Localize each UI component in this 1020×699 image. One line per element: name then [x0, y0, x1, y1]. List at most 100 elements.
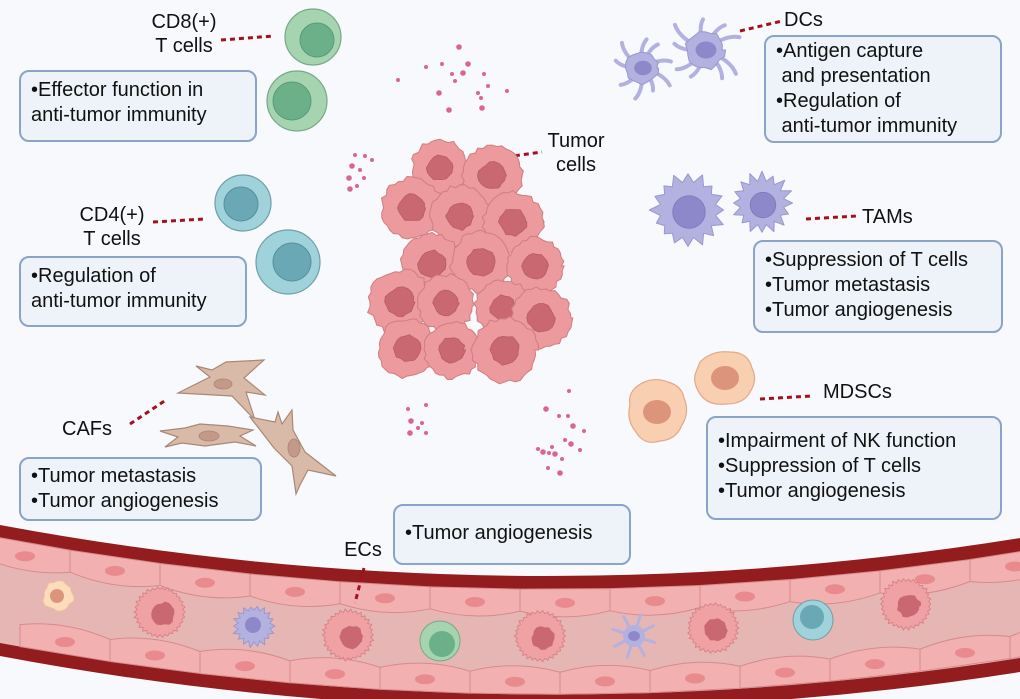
- ec-function-box: •Tumor angiogenesis: [393, 504, 631, 565]
- secreted-dot: [557, 470, 563, 476]
- endothelial-nucleus: [685, 673, 705, 684]
- endothelial-nucleus: [735, 591, 755, 602]
- blood-vessel: [0, 525, 1020, 699]
- cd4-nucleus: [272, 242, 312, 282]
- secreted-dot: [540, 449, 546, 455]
- endothelial-nucleus: [465, 596, 485, 607]
- mdscs: [628, 351, 756, 443]
- secreted-dot: [347, 186, 353, 192]
- endothelial-nucleus: [595, 676, 615, 687]
- endothelial-nucleus: [325, 669, 345, 680]
- endothelial-nucleus: [55, 637, 75, 648]
- caf-leader-line: [129, 398, 167, 426]
- function-item: •Impairment of NK function: [718, 430, 957, 452]
- endothelial-nucleus: [195, 577, 215, 588]
- secreted-dot: [363, 154, 367, 158]
- tumor-nucleus: [425, 154, 454, 181]
- secreted-dot: [546, 466, 550, 470]
- function-item: •Tumor angiogenesis: [765, 299, 953, 321]
- tumor-nucleus: [476, 161, 508, 189]
- ec-leader-line: [353, 567, 366, 604]
- secreted-dot: [450, 72, 454, 76]
- secreted-dot: [563, 438, 567, 442]
- secreted-dot: [557, 414, 561, 418]
- mdsc-nucleus: [643, 400, 671, 424]
- caf-cell: [175, 359, 268, 421]
- secreted-dot: [408, 418, 414, 424]
- circulating-tumor-nucleus: [704, 618, 728, 642]
- function-item: •Suppression of T cells: [765, 249, 969, 271]
- caf-nucleus: [213, 378, 233, 390]
- tam-nucleus: [749, 191, 777, 219]
- mdsc-leader-line: [759, 394, 813, 401]
- endothelial-nucleus: [1005, 561, 1020, 572]
- endothelial-nucleus: [865, 659, 885, 670]
- caf-label: CAFs: [62, 418, 112, 440]
- secreted-dot: [476, 91, 480, 95]
- mdsc-nucleus: [711, 366, 739, 390]
- circulating-tumor-nucleus: [151, 601, 175, 625]
- function-item: •Antigen capture: [776, 40, 924, 62]
- tumor-leader-line: [505, 150, 543, 159]
- caf-nucleus: [198, 430, 220, 442]
- endothelial-nucleus: [145, 650, 165, 661]
- tumor-nucleus: [521, 253, 550, 280]
- cd8-label-line2: T cells: [155, 35, 213, 57]
- secreted-dot: [346, 175, 352, 181]
- function-item: •Tumor angiogenesis: [405, 522, 593, 544]
- circulating-cells: [42, 578, 932, 663]
- cd4-function-box: •Regulation of anti-tumor immunity: [19, 256, 247, 327]
- secreted-dot: [446, 107, 452, 113]
- cd4-nucleus: [223, 186, 259, 222]
- tumor-nucleus: [445, 202, 475, 231]
- secreted-dot: [536, 447, 540, 451]
- secreted-dot: [416, 426, 420, 430]
- secreted-dot: [550, 445, 554, 449]
- tam-leader-line: [805, 214, 858, 221]
- secreted-dot: [568, 441, 574, 447]
- tumor-cell-cluster: [366, 138, 574, 385]
- mdsc-function-box: •Impairment of NK function •Suppression …: [706, 416, 1002, 520]
- cd4-label-line2: T cells: [83, 228, 141, 250]
- dc-nucleus: [634, 60, 652, 76]
- secreted-dot: [482, 72, 486, 76]
- secreted-dot: [355, 184, 359, 188]
- function-item: anti-tumor immunity: [776, 115, 958, 137]
- endothelial-nucleus: [375, 593, 395, 604]
- tumor-nucleus: [432, 289, 460, 317]
- function-item: and presentation: [776, 65, 931, 87]
- circulating-macrophage-nucleus: [245, 617, 261, 633]
- caf-function-box: •Tumor metastasis •Tumor angiogenesis: [19, 457, 262, 521]
- secreted-dot: [424, 431, 428, 435]
- mdsc-nucleus: [50, 589, 64, 603]
- tumor-nucleus: [438, 337, 467, 364]
- secreted-dot: [479, 96, 483, 100]
- secreted-dot: [396, 78, 400, 82]
- leader-lines: [129, 19, 858, 604]
- endothelial-nucleus: [505, 676, 525, 687]
- secreted-factors: [346, 44, 586, 476]
- secreted-dot: [560, 457, 564, 461]
- secreted-dot: [486, 84, 490, 88]
- secreted-dot: [440, 62, 444, 66]
- dendritic-cells: [613, 17, 742, 101]
- mdsc-label: MDSCs: [823, 381, 892, 403]
- tumor-nucleus: [498, 209, 528, 237]
- cd8-function-box: •Effector function in anti-tumor immunit…: [19, 70, 257, 142]
- dc-nucleus: [628, 631, 640, 641]
- tumor-nucleus: [489, 335, 520, 366]
- cd8-t-cells: [266, 8, 342, 132]
- endothelial-nucleus: [15, 551, 35, 562]
- endothelial-nucleus: [555, 597, 575, 608]
- endothelial-cell: [1009, 619, 1020, 660]
- secreted-dot: [362, 176, 366, 180]
- cd8-nucleus: [299, 22, 335, 58]
- endothelial-nucleus: [285, 586, 305, 597]
- dc-nucleus: [695, 41, 717, 59]
- secreted-dot: [424, 403, 428, 407]
- secreted-dot: [407, 430, 413, 436]
- function-item: •Tumor angiogenesis: [718, 480, 906, 502]
- function-item: •Suppression of T cells: [718, 455, 922, 477]
- tumor-nucleus: [466, 248, 496, 277]
- cd4-leader-line: [152, 217, 206, 224]
